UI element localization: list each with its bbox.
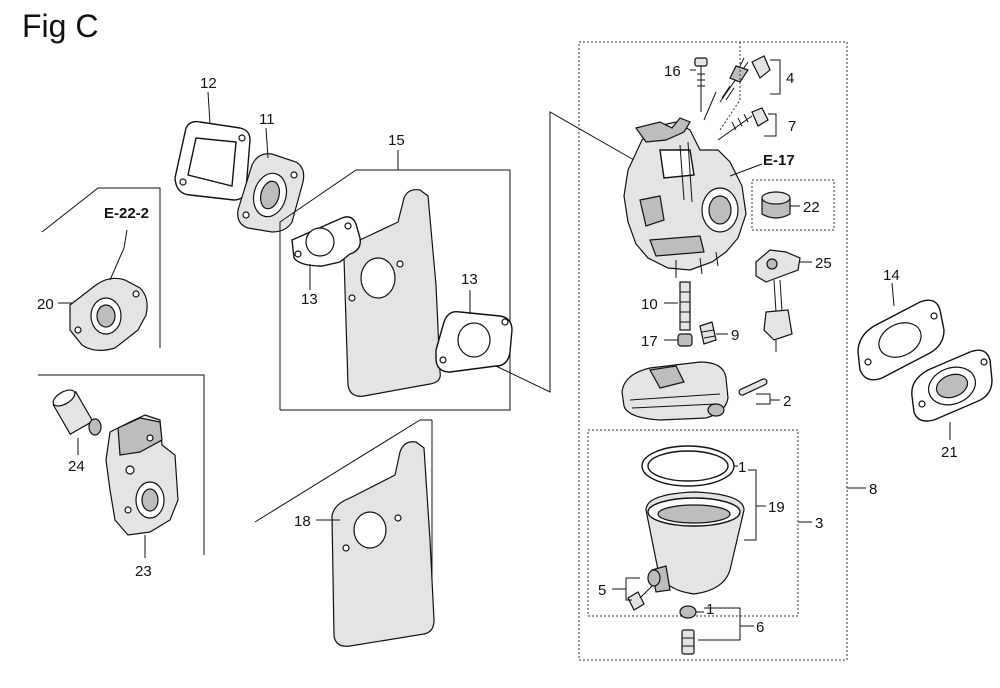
part-19-float-chamber <box>645 469 766 595</box>
label-13-right: 13 <box>461 271 478 288</box>
part-12-gasket <box>174 91 251 201</box>
part-13-gasket-right <box>435 290 513 373</box>
group-8-carburetor-box <box>578 41 866 661</box>
leader-e-17 <box>729 163 763 177</box>
part-2-float-pin <box>738 378 780 405</box>
label-18: 18 <box>294 513 311 530</box>
label-22: 22 <box>803 199 820 216</box>
group-15-box <box>279 150 511 411</box>
part-22-cap <box>751 179 835 231</box>
label-11: 11 <box>259 111 275 128</box>
label-19: 19 <box>768 499 785 516</box>
label-5: 5 <box>598 582 606 599</box>
float-assembly <box>621 361 729 421</box>
part-1-o-ring <box>641 445 738 487</box>
label-7: 7 <box>788 118 796 135</box>
part-6-bolt <box>679 605 754 655</box>
part-16-screw <box>690 57 708 112</box>
label-3: 3 <box>815 515 823 532</box>
part-4-pilot-screw <box>703 42 781 131</box>
label-17: 17 <box>641 333 658 350</box>
label-14: 14 <box>883 267 900 284</box>
label-2: 2 <box>783 393 791 410</box>
part-11-spacer <box>237 127 305 233</box>
part-21-gasket <box>911 349 993 440</box>
label-1-lower: 1 <box>706 601 714 618</box>
part-7-stop-screw <box>717 107 777 141</box>
label-21: 21 <box>941 444 958 461</box>
label-15: 15 <box>388 132 405 149</box>
label-8: 8 <box>869 481 877 498</box>
label-16: 16 <box>664 63 681 80</box>
carburetor-body <box>623 117 747 278</box>
ref-e-22-2: E-22-2 <box>104 205 149 222</box>
label-23: 23 <box>135 563 152 580</box>
figure-title: Fig C <box>22 8 99 44</box>
label-6: 6 <box>756 619 764 636</box>
leader-to-carburetor <box>495 111 635 393</box>
part-15-heat-shield <box>343 189 441 397</box>
label-24: 24 <box>68 458 85 475</box>
label-12: 12 <box>200 75 217 92</box>
ref-e-17: E-17 <box>763 152 795 169</box>
part-10-nozzle <box>664 281 691 331</box>
part-13-gasket-left <box>291 216 361 290</box>
label-13-left: 13 <box>301 291 318 308</box>
part-14-gasket <box>857 282 945 381</box>
part-9-screw <box>699 321 728 345</box>
part-25-lever <box>755 249 812 352</box>
label-25: 25 <box>815 255 832 272</box>
label-9: 9 <box>731 327 739 344</box>
part-24-collar <box>52 389 102 455</box>
part-23-insulator-bracket <box>105 414 179 558</box>
label-1-upper: 1 <box>738 459 746 476</box>
part-18-insulator-plate <box>254 419 435 647</box>
label-20: 20 <box>37 296 54 313</box>
part-5-drain-screw <box>612 569 661 611</box>
label-10: 10 <box>641 296 658 313</box>
part-17-jet <box>664 333 693 347</box>
label-4: 4 <box>786 70 794 87</box>
part-20-intake-flange <box>41 187 161 351</box>
